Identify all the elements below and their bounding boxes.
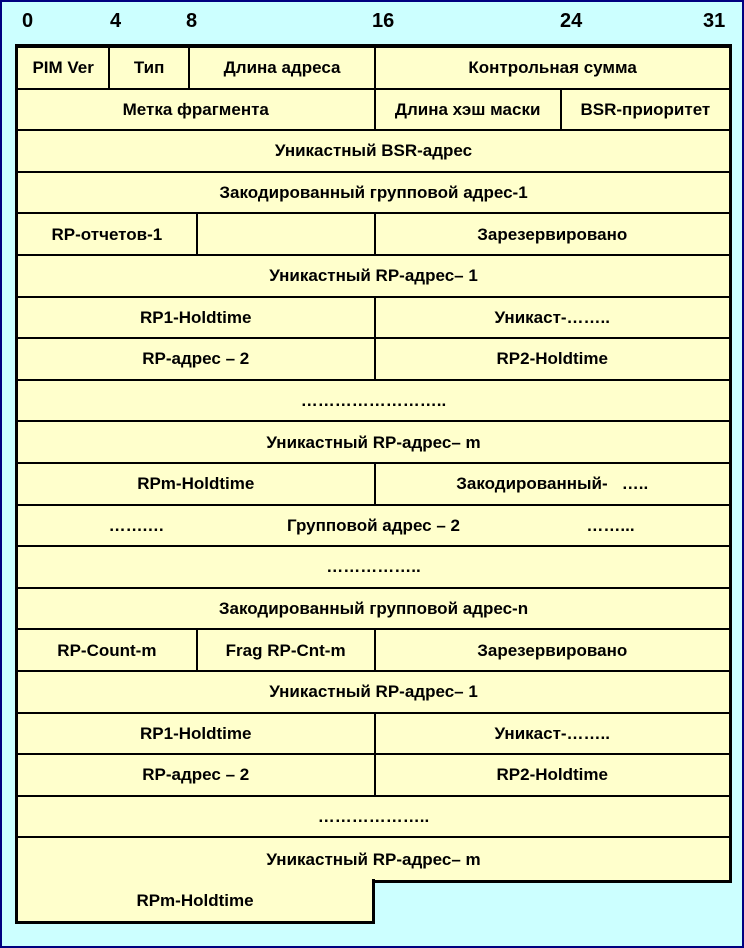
field-row: Метка фрагмента Длина хэш маски BSR-приори… (18, 89, 729, 132)
field-label: Закодированный групповой адрес-n (218, 599, 529, 619)
field-label: Уникастный RP-адрес– 1 (269, 266, 478, 286)
field-label: RP1-Holdtime (140, 723, 252, 743)
field-label: …………………….. (300, 391, 447, 411)
field-cell: Тип (108, 48, 188, 88)
bit-ruler: 0 4 8 16 24 31 (2, 10, 742, 40)
field-cell: Закодированный групповой адрес-n (18, 589, 729, 629)
field-row: Закодированный групповой адрес-n (18, 589, 729, 631)
field-label: Уникастный RP-адрес– m (266, 432, 481, 452)
field-cell: Метка фрагмента (18, 90, 374, 130)
field-label: Уникастный RP-адрес– 1 (269, 682, 478, 702)
field-label: RPm-Holdtime (136, 890, 254, 910)
field-label: RP2-Holdtime (496, 765, 608, 785)
field-label: …………….. (326, 557, 421, 577)
field-label: Закодированный групповой адрес-1 (219, 183, 528, 203)
field-label: …….… (108, 515, 165, 535)
field-label: PIM Ver (32, 58, 94, 78)
field-row: RP-адрес – 2 RP2-Holdtime (18, 755, 729, 797)
field-label: Уникаст-…….. (494, 723, 611, 743)
field-cell: PIM Ver (18, 48, 108, 88)
field-cell: Закодированный групповой адрес-1 (18, 173, 729, 213)
field-label: Уникаст-…….. (494, 307, 611, 327)
field-row: RP-отчетов-1 Зарезервировано (18, 214, 729, 256)
field-row: Уникастный RP-адрес– m (18, 838, 729, 880)
field-cell (195, 214, 374, 254)
field-cell: BSR-приоритет (559, 89, 729, 130)
field-cell: RP-отчетов-1 (18, 214, 196, 254)
field-row: RPm-Holdtime Закодированный- ….. (18, 463, 730, 506)
field-label: ……... (586, 515, 635, 535)
field-label: Уникастный RP-адрес– m (266, 849, 481, 869)
bit-label: 0 (22, 10, 34, 32)
field-label: Зарезервировано (477, 224, 628, 244)
field-row: RP1-Holdtime Уникаст-…….. (18, 713, 730, 756)
field-cell: RP1-Holdtime (18, 298, 374, 338)
field-label: RP1-Holdtime (140, 307, 252, 327)
field-cell: Контрольная сумма (374, 48, 729, 88)
field-cell: Frag RP-Cnt-m (195, 630, 374, 670)
field-label: RPm-Holdtime (137, 474, 255, 494)
field-cell: …………….. (18, 547, 729, 587)
field-label: RP-адрес – 2 (142, 765, 250, 785)
field-row: Уникастный BSR-адрес (18, 131, 729, 173)
field-cell: RP2-Holdtime (373, 339, 730, 379)
field-cell: RP2-Holdtime (373, 755, 730, 795)
field-row: RP1-Holdtime Уникаст-…….. (18, 297, 730, 340)
bit-label: 8 (186, 10, 198, 32)
field-cell: Уникастный RP-адрес– 1 (18, 256, 729, 296)
field-row: RP-адрес – 2 RP2-Holdtime (18, 339, 729, 381)
field-cell: Длина хэш маски (373, 89, 560, 130)
field-cell: RP-адрес – 2 (18, 339, 374, 379)
field-label: Frag RP-Cnt-m (225, 640, 346, 660)
field-row: Уникастный RP-адрес– 1 (18, 256, 729, 298)
field-cell: RPm-Holdtime (18, 464, 374, 504)
field-label: RP2-Holdtime (496, 349, 608, 369)
field-cell: Уникастный RP-адрес– m (18, 422, 729, 462)
field-cell: RP-Count-m (18, 630, 196, 670)
field-row: Закодированный групповой адрес-1 (18, 173, 729, 215)
field-label: Метка фрагмента (122, 99, 269, 119)
field-label: Длина хэш маски (394, 99, 541, 119)
field-cell: Уникастный RP-адрес– m (18, 838, 729, 880)
field-cell: Закодированный- ….. (373, 463, 730, 504)
field-label: Уникастный BSR-адрес (274, 141, 473, 161)
field-row: …………………….. (18, 381, 729, 423)
field-row: …………….. (18, 547, 729, 589)
field-label: RP-Count-m (57, 640, 157, 660)
field-label: Групповой адрес – 2 (287, 515, 460, 535)
field-cell: Уникаст-…….. (373, 297, 730, 338)
field-cell: RP1-Holdtime (18, 714, 374, 754)
bit-label: 31 (703, 10, 726, 32)
field-cell: Уникастный RP-адрес– 1 (18, 672, 729, 712)
field-label: Закодированный- ….. (456, 474, 649, 494)
field-row: ……………….. (18, 797, 729, 839)
field-label: Зарезервировано (477, 640, 628, 660)
field-label: RP-отчетов-1 (51, 224, 163, 244)
field-label: Тип (133, 58, 165, 78)
field-row: Уникастный RP-адрес– m (18, 422, 729, 464)
field-label: ……………….. (317, 806, 430, 826)
bit-label: 24 (560, 10, 583, 32)
bit-label: 4 (110, 10, 122, 32)
field-cell: ……………….. (18, 797, 729, 837)
field-row: RP-Count-m Frag RP-Cnt-m Зарезервировано (18, 630, 729, 672)
field-cell: Зарезервировано (373, 630, 730, 670)
field-label: RP-адрес – 2 (142, 349, 250, 369)
field-cell: Зарезервировано (373, 214, 730, 254)
field-row-half: RPm-Holdtime (15, 879, 375, 924)
field-label: Длина адреса (223, 58, 341, 78)
field-row: …….… Групповой адрес – 2 ……... (18, 506, 729, 548)
field-cell: RP-адрес – 2 (18, 755, 374, 795)
field-cell: Уникаст-…….. (373, 713, 730, 754)
field-cell: …………………….. (18, 381, 729, 421)
field-label: BSR-приоритет (580, 99, 711, 119)
field-label: Контрольная сумма (468, 58, 637, 78)
field-row: PIM Ver Тип Длина адреса Контрольная сумма (18, 48, 729, 90)
field-row: Уникастный RP-адрес– 1 (18, 672, 729, 714)
bit-label: 16 (372, 10, 395, 32)
field-cell: Уникастный BSR-адрес (18, 131, 729, 171)
field-cell: …….… Групповой адрес – 2 ……... (18, 506, 729, 546)
field-cell: Длина адреса (187, 48, 374, 88)
